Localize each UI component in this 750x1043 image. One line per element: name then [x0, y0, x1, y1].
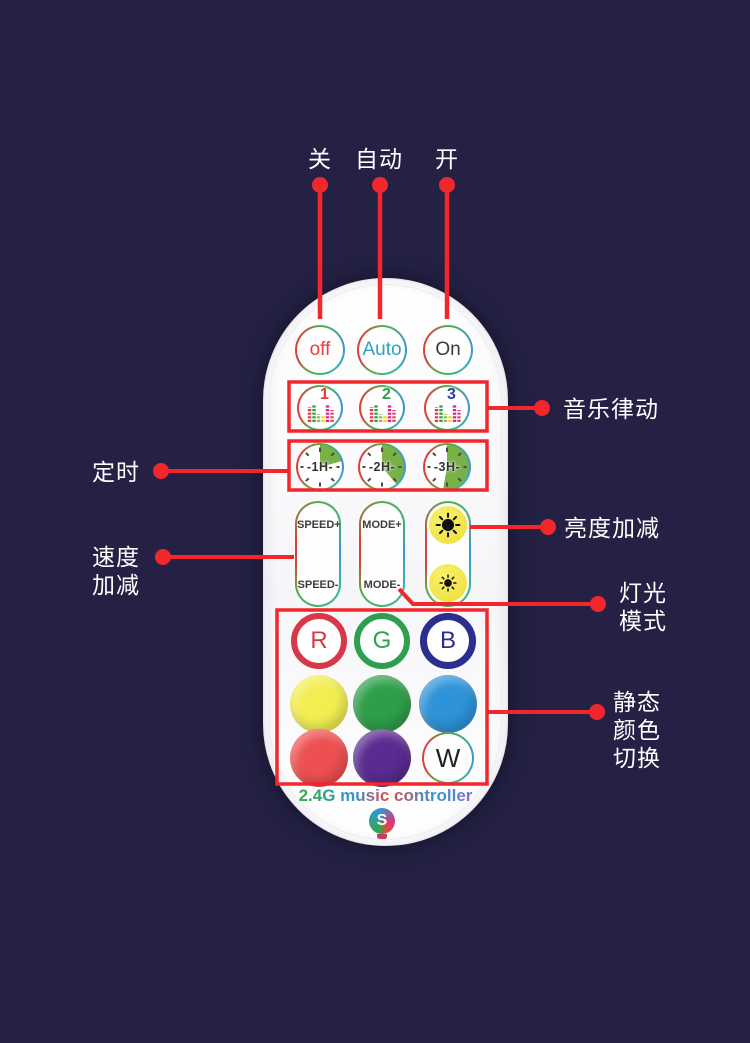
label-auto: 自动	[355, 146, 403, 172]
label-static-color-line2: 颜色	[613, 717, 661, 743]
label-music-rhythm: 音乐律动	[563, 396, 659, 422]
label-light-mode-line2: 模式	[619, 608, 667, 634]
timer-3h-label: -3H-	[433, 460, 461, 474]
music-mode-3-button[interactable]: 3	[424, 385, 470, 431]
mode-plus-button[interactable]: MODE+	[362, 519, 402, 531]
music-mode-2-number: 2	[382, 386, 391, 403]
brightness-down-button[interactable]	[429, 564, 467, 602]
timer-1h-button[interactable]: -1H-	[296, 443, 344, 491]
power-auto-button[interactable]: Auto	[357, 325, 407, 375]
color-r-button[interactable]: R	[291, 613, 347, 669]
color-red-button[interactable]	[290, 729, 348, 787]
speed-buttons-pill: SPEED+ SPEED-	[295, 501, 341, 607]
mode-buttons-pill: MODE+ MODE-	[359, 501, 405, 607]
music-mode-1-number: 1	[320, 386, 329, 403]
power-off-label: off	[309, 339, 331, 360]
label-static-color-line3: 切换	[613, 745, 661, 771]
power-off-button[interactable]: off	[295, 325, 345, 375]
annotation-dot	[590, 596, 606, 612]
timer-1h-label: -1H-	[306, 460, 334, 474]
annotation-dot	[155, 549, 171, 565]
timer-3h-button[interactable]: -3H-	[423, 443, 471, 491]
annotation-dot	[372, 177, 388, 193]
color-g-label: G	[372, 627, 392, 654]
brightness-up-button[interactable]	[429, 506, 467, 544]
color-r-label: R	[310, 627, 328, 654]
color-blue-button[interactable]	[419, 675, 477, 733]
label-off: 关	[308, 146, 332, 172]
label-static-color-line1: 静态	[613, 689, 661, 715]
speed-minus-button[interactable]: SPEED-	[297, 579, 339, 591]
music-mode-3-number: 3	[447, 386, 456, 403]
annotation-dot	[153, 463, 169, 479]
label-on: 开	[435, 146, 459, 172]
brightness-down-icon	[439, 574, 457, 592]
brand-logo: S	[369, 808, 395, 834]
color-white-button[interactable]: W	[422, 732, 474, 784]
brand-logo-letter: S	[376, 812, 388, 829]
label-speed-line2: 加减	[92, 572, 140, 598]
label-timer: 定时	[92, 459, 140, 485]
brand-text: 2.4G music controller	[264, 786, 507, 806]
annotation-dot	[439, 177, 455, 193]
timer-2h-label: -2H-	[368, 460, 396, 474]
label-light-mode: 灯光 模式	[619, 579, 667, 635]
timer-2h-button[interactable]: -2H-	[358, 443, 406, 491]
color-purple-button[interactable]	[353, 729, 411, 787]
brand-logo-base	[377, 834, 387, 840]
annotation-dot	[534, 400, 550, 416]
power-auto-label: Auto	[362, 339, 402, 360]
speed-plus-button[interactable]: SPEED+	[297, 519, 341, 531]
brightness-buttons-pill	[425, 501, 471, 607]
color-g-button[interactable]: G	[354, 613, 410, 669]
power-on-label: On	[435, 339, 461, 360]
brightness-up-icon	[435, 512, 461, 538]
color-yellow-button[interactable]	[290, 675, 348, 733]
label-brightness: 亮度加减	[564, 515, 660, 541]
music-mode-2-button[interactable]: 2	[359, 385, 405, 431]
music-mode-1-button[interactable]: 1	[297, 385, 343, 431]
label-speed-line1: 速度	[92, 544, 140, 570]
annotation-dot	[589, 704, 605, 720]
power-on-button[interactable]: On	[423, 325, 473, 375]
mode-minus-button[interactable]: MODE-	[363, 579, 401, 591]
remote-controller-body: off Auto On 1	[263, 278, 508, 846]
color-b-label: B	[439, 627, 456, 654]
color-b-button[interactable]: B	[420, 613, 476, 669]
label-static-color: 静态 颜色 切换	[613, 688, 661, 772]
annotation-dot	[540, 519, 556, 535]
annotation-dot	[312, 177, 328, 193]
label-light-mode-line1: 灯光	[619, 580, 667, 606]
color-white-label: W	[435, 742, 461, 773]
color-green-button[interactable]	[353, 675, 411, 733]
label-speed: 速度 加减	[92, 543, 140, 599]
